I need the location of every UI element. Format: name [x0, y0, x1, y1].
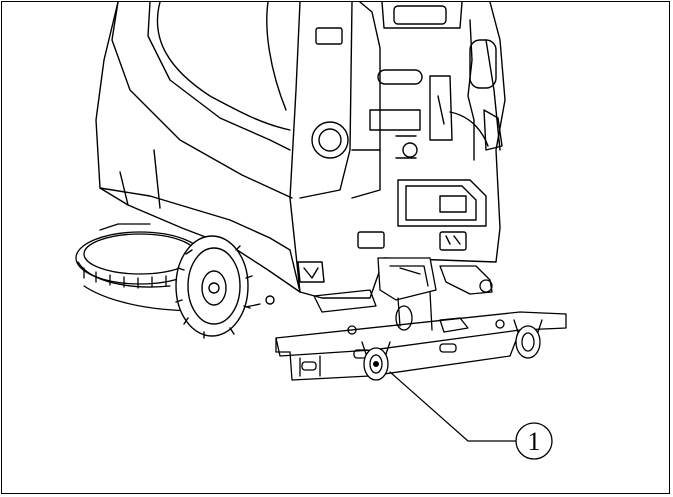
callout-1: 1 — [515, 422, 553, 460]
callout-leader — [373, 361, 517, 442]
machine-body — [95, 1, 506, 299]
squeegee-assembly — [275, 257, 567, 381]
main-wheel — [175, 235, 275, 339]
callout-1-label: 1 — [528, 427, 541, 456]
